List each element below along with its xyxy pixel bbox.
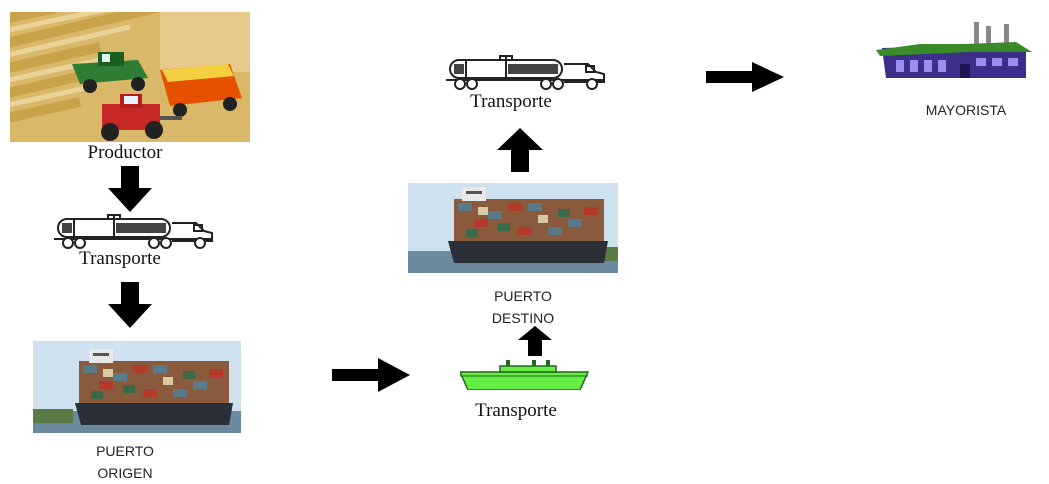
puerto-destino-photo: [408, 183, 618, 273]
arrow-right-icon: [706, 62, 784, 92]
arrow-right-icon: [332, 358, 410, 392]
puerto-destino-line1: PUERTO: [494, 288, 552, 304]
puerto-origen-line1: PUERTO: [96, 443, 154, 459]
puerto-origen-photo: [33, 341, 241, 433]
puerto-destino-line2: DESTINO: [491, 310, 555, 326]
factory-icon: [876, 22, 1036, 82]
productor-label: Productor: [87, 142, 163, 163]
puerto-origen-line2: ORIGEN: [97, 465, 153, 481]
puerto-destino-label: PUERTO DESTINO: [468, 285, 578, 329]
transporte-3-label: Transporte: [470, 91, 552, 112]
transporte-2-label: Transporte: [475, 400, 557, 421]
puerto-origen-label: PUERTO ORIGEN: [70, 440, 180, 484]
arrow-down-icon: [108, 166, 152, 212]
arrow-down-icon: [108, 282, 152, 328]
transporte-1-label: Transporte: [79, 248, 161, 269]
arrow-up-icon: [518, 326, 552, 356]
arrow-up-icon: [497, 128, 543, 172]
tanker-truck-icon: [54, 213, 216, 249]
mayorista-label: MAYORISTA: [925, 102, 1007, 118]
tanker-truck-icon: [446, 54, 608, 90]
productor-image: [10, 12, 250, 142]
ship-icon: [460, 360, 590, 390]
